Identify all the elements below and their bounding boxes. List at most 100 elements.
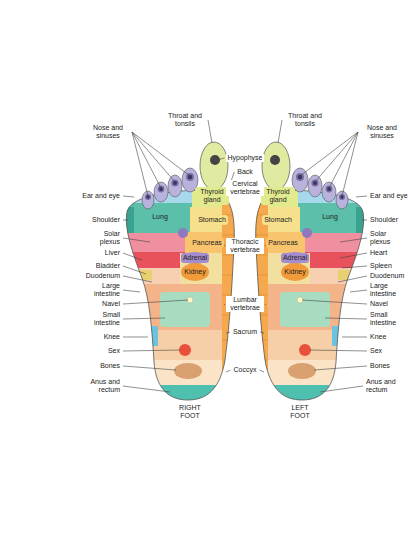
- part-label: Shoulder: [369, 216, 399, 224]
- leader-line: [123, 366, 176, 370]
- leader-line: [259, 370, 264, 372]
- foot-shape: [120, 385, 240, 405]
- leader-line: [342, 337, 367, 338]
- foot-shape: [210, 155, 220, 165]
- leader-line: [123, 220, 128, 221]
- zone-box: Adrenal: [181, 253, 209, 263]
- leader-line: [123, 276, 152, 282]
- part-label: LEFT FOOT: [284, 404, 316, 420]
- foot-shape: [154, 182, 168, 202]
- part-label: Solar plexus: [369, 230, 407, 246]
- zone-label: Stomach: [264, 216, 292, 224]
- leader-line: [123, 350, 180, 351]
- zone-box: Stomach: [196, 215, 228, 225]
- leader-line: [226, 370, 231, 372]
- part-label: Bones: [369, 362, 391, 370]
- leader-line: [350, 290, 367, 292]
- part-label: Knee: [369, 333, 387, 341]
- part-label: Bladder: [95, 262, 121, 270]
- leader-line: [320, 386, 363, 392]
- leader-line: [123, 337, 148, 338]
- foot-zones: [120, 142, 240, 405]
- part-label: Knee: [103, 333, 121, 341]
- leader-line: [123, 196, 134, 197]
- part-label: Nose and sinuses: [360, 124, 404, 140]
- zone-label: Pancreas: [192, 239, 222, 247]
- leader-line: [265, 304, 266, 305]
- zone-label: Adrenal: [283, 254, 307, 262]
- leader-line: [123, 253, 142, 260]
- foot-shape: [174, 363, 202, 379]
- zone-label: Pancreas: [268, 239, 298, 247]
- part-label: Anus and rectum: [365, 378, 411, 394]
- foot-shape: [142, 191, 154, 209]
- zone-box: Kidney: [282, 267, 307, 277]
- foot-shape: [120, 185, 240, 405]
- part-label: Large intestine: [369, 282, 411, 298]
- zone-label: Kidney: [184, 268, 205, 276]
- zone-label: Thyroid gland: [197, 188, 227, 204]
- zone-box: Thyroid gland: [195, 187, 229, 205]
- part-label: Navel: [101, 300, 121, 308]
- part-label: Small intestine: [369, 311, 411, 327]
- foot-shape: [168, 175, 182, 197]
- leader-line: [260, 332, 264, 333]
- zone-box: Pancreas: [190, 238, 224, 248]
- leader-line: [226, 332, 230, 333]
- part-label: Back: [236, 168, 254, 176]
- part-label: Lumbar vertebrae: [226, 296, 264, 312]
- leader-line: [123, 238, 150, 242]
- zone-box: Thyroid gland: [261, 187, 295, 205]
- foot-shape: [222, 215, 235, 360]
- leader-line: [340, 253, 367, 258]
- foot-shape: [181, 252, 209, 264]
- part-label: Duodenum: [85, 272, 121, 280]
- part-label: Hypophyse: [226, 154, 263, 162]
- part-label: Thoracic vertebrae: [226, 238, 264, 254]
- leader-line: [123, 318, 165, 319]
- leader-line: [329, 132, 358, 188]
- leader-line: [342, 266, 367, 268]
- part-label: Throat and tonsils: [284, 112, 326, 128]
- leader-line: [302, 300, 367, 304]
- foot-shape: [158, 186, 165, 193]
- leader-line: [208, 120, 212, 143]
- foot-shape: [171, 179, 178, 186]
- part-label: Sacrum: [232, 328, 258, 336]
- zone-box: Adrenal: [281, 253, 309, 263]
- leader-line: [325, 318, 367, 319]
- leader-line: [123, 266, 146, 274]
- foot-shape: [200, 142, 228, 190]
- part-label: Cervical vertebrae: [226, 180, 264, 196]
- part-label: Ear and eye: [81, 192, 121, 200]
- part-label: Nose and sinuses: [86, 124, 130, 140]
- leader-line: [342, 132, 358, 196]
- part-label: Spleen: [369, 262, 393, 270]
- part-label: Coccyx: [233, 366, 258, 374]
- foot-shape: [181, 263, 209, 281]
- foot-shape: [179, 344, 191, 356]
- zone-label: Lung: [152, 213, 168, 221]
- zone-box: Lung: [320, 212, 340, 222]
- zone-label: Kidney: [284, 268, 305, 276]
- leader-line: [310, 350, 367, 351]
- part-label: Solar plexus: [83, 230, 121, 246]
- part-label: Heart: [369, 249, 388, 257]
- zone-box: Pancreas: [266, 238, 300, 248]
- zone-label: Stomach: [198, 216, 226, 224]
- part-label: Navel: [369, 300, 389, 308]
- leader-line: [123, 290, 140, 292]
- leader-line: [224, 304, 225, 305]
- foot-shape: [160, 292, 210, 327]
- leader-line: [132, 132, 161, 188]
- part-label: RIGHT FOOT: [174, 404, 206, 420]
- part-label: Small intestine: [79, 311, 121, 327]
- leader-line: [340, 238, 367, 242]
- leader-line: [278, 120, 282, 143]
- leader-line: [356, 196, 367, 197]
- foot-shape: [126, 190, 234, 400]
- part-label: Liver: [104, 249, 121, 257]
- foot-shape: [138, 326, 158, 346]
- zone-box: Lung: [150, 212, 170, 222]
